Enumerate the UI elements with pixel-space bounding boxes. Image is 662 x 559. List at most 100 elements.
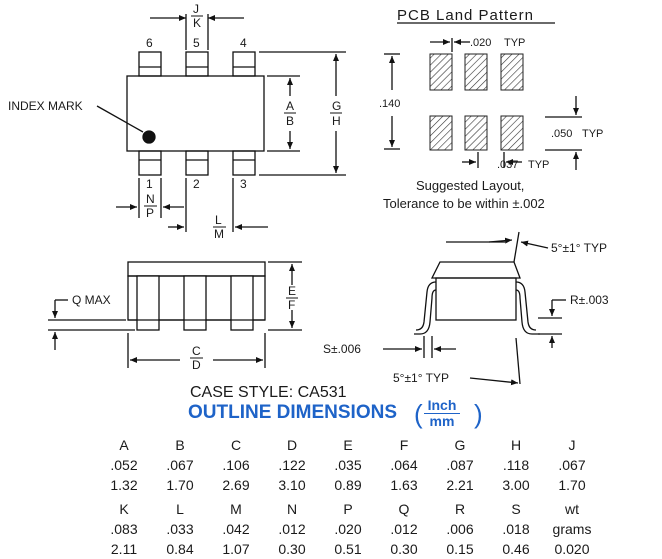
table-cell: 0.15	[446, 541, 474, 557]
table-cell: .012	[390, 521, 418, 537]
dim-p: P	[146, 206, 154, 220]
table-cell: .064	[390, 457, 418, 473]
table-cell: 0.020	[554, 541, 590, 557]
lead-4	[232, 51, 256, 77]
table-cell: 1.70	[558, 477, 586, 493]
table-cell: N	[286, 501, 298, 517]
pin-label-1: 1	[146, 177, 153, 191]
table-cell: .087	[446, 457, 474, 473]
top-view	[96, 14, 346, 232]
table-cell: 3.10	[278, 477, 306, 493]
dim-k: K	[193, 16, 201, 30]
table-cell: .106	[222, 457, 250, 473]
pin-label-6: 6	[146, 36, 153, 50]
dim-j: J	[193, 2, 199, 16]
table-cell: 2.11	[110, 541, 138, 557]
dim-m: M	[214, 227, 224, 241]
table-cell: .033	[166, 521, 194, 537]
units-inch: Inch	[427, 397, 457, 413]
table-cell: 0.89	[334, 477, 362, 493]
dim-e: E	[288, 284, 296, 298]
table-cell: .067	[558, 457, 586, 473]
table-row: .052.067.106.122.035.064.087.118.067	[96, 455, 662, 475]
pcb-title: PCB Land Pattern	[397, 7, 534, 24]
pcb-dim-050: .050	[551, 128, 572, 140]
lead-5	[185, 51, 209, 77]
table-cell: G	[454, 437, 466, 453]
labels: PCB Land Pattern .020 TYP .140 .050 TYP …	[8, 2, 609, 385]
pcb-dim-020: .020	[470, 37, 491, 49]
pin-label-3: 3	[240, 177, 247, 191]
table-cell: .083	[110, 521, 138, 537]
pcb-typ-3: TYP	[528, 159, 549, 171]
pcb-pads	[429, 53, 524, 151]
dim-l: L	[215, 213, 222, 227]
table-cell: .067	[166, 457, 194, 473]
table-cell: 1.32	[110, 477, 138, 493]
table-cell: L	[176, 501, 184, 517]
table-cell: .035	[334, 457, 362, 473]
pad	[429, 53, 453, 91]
front-view	[48, 261, 302, 368]
units-close-paren: )	[474, 399, 483, 429]
table-cell: 1.70	[166, 477, 194, 493]
table-cell: .122	[278, 457, 306, 473]
table-cell: 0.30	[278, 541, 306, 557]
dim-g: G	[332, 99, 341, 113]
table-cell: K	[119, 501, 129, 517]
dim-n: N	[146, 192, 155, 206]
index-mark-label: INDEX MARK	[8, 99, 83, 113]
dim-c: C	[192, 344, 201, 358]
table-cell: 2.69	[222, 477, 250, 493]
table-cell: R	[454, 501, 466, 517]
pin-label-4: 4	[240, 36, 247, 50]
table-cell: grams	[552, 521, 592, 537]
table-cell: .012	[278, 521, 306, 537]
table-cell: .018	[502, 521, 530, 537]
table-cell: 0.46	[502, 541, 530, 557]
pcb-typ-2: TYP	[582, 128, 603, 140]
dim-a: A	[286, 99, 294, 113]
pad	[464, 115, 488, 151]
q-max-label: Q MAX	[72, 293, 111, 307]
pad	[464, 53, 488, 91]
table-cell: 0.30	[390, 541, 418, 557]
lead-3	[232, 150, 256, 176]
pad	[429, 115, 453, 151]
pad	[500, 53, 524, 91]
angle-bottom-label: 5°±1° TYP	[393, 371, 449, 385]
index-mark-dot	[142, 130, 156, 144]
case-style: CASE STYLE: CA531	[190, 384, 347, 401]
side-view	[383, 231, 566, 386]
table-cell: C	[230, 437, 242, 453]
pcb-caption-1: Suggested Layout,	[416, 178, 524, 193]
units-divider	[424, 413, 460, 414]
table-cell: .118	[502, 457, 530, 473]
table-cell: A	[119, 437, 129, 453]
lead-1	[138, 150, 162, 176]
table-cell: Q	[398, 501, 410, 517]
table-cell: H	[510, 437, 522, 453]
table-cell: 1.07	[222, 541, 250, 557]
table-cell: E	[343, 437, 353, 453]
dim-d: D	[192, 358, 201, 372]
angle-top-label: 5°±1° TYP	[551, 241, 607, 255]
pcb-dim-140: .140	[379, 98, 400, 110]
front-body-top	[127, 261, 266, 277]
table-cell: 0.84	[166, 541, 194, 557]
r-label: R±.003	[570, 293, 609, 307]
dim-b: B	[286, 114, 294, 128]
table-cell: P	[343, 501, 353, 517]
pcb-land-pattern	[384, 38, 582, 170]
pcb-typ-1: TYP	[504, 37, 525, 49]
table-cell: 1.63	[390, 477, 418, 493]
table-cell: .006	[446, 521, 474, 537]
units-mm: mm	[429, 413, 455, 429]
table-cell: 0.51	[334, 541, 362, 557]
